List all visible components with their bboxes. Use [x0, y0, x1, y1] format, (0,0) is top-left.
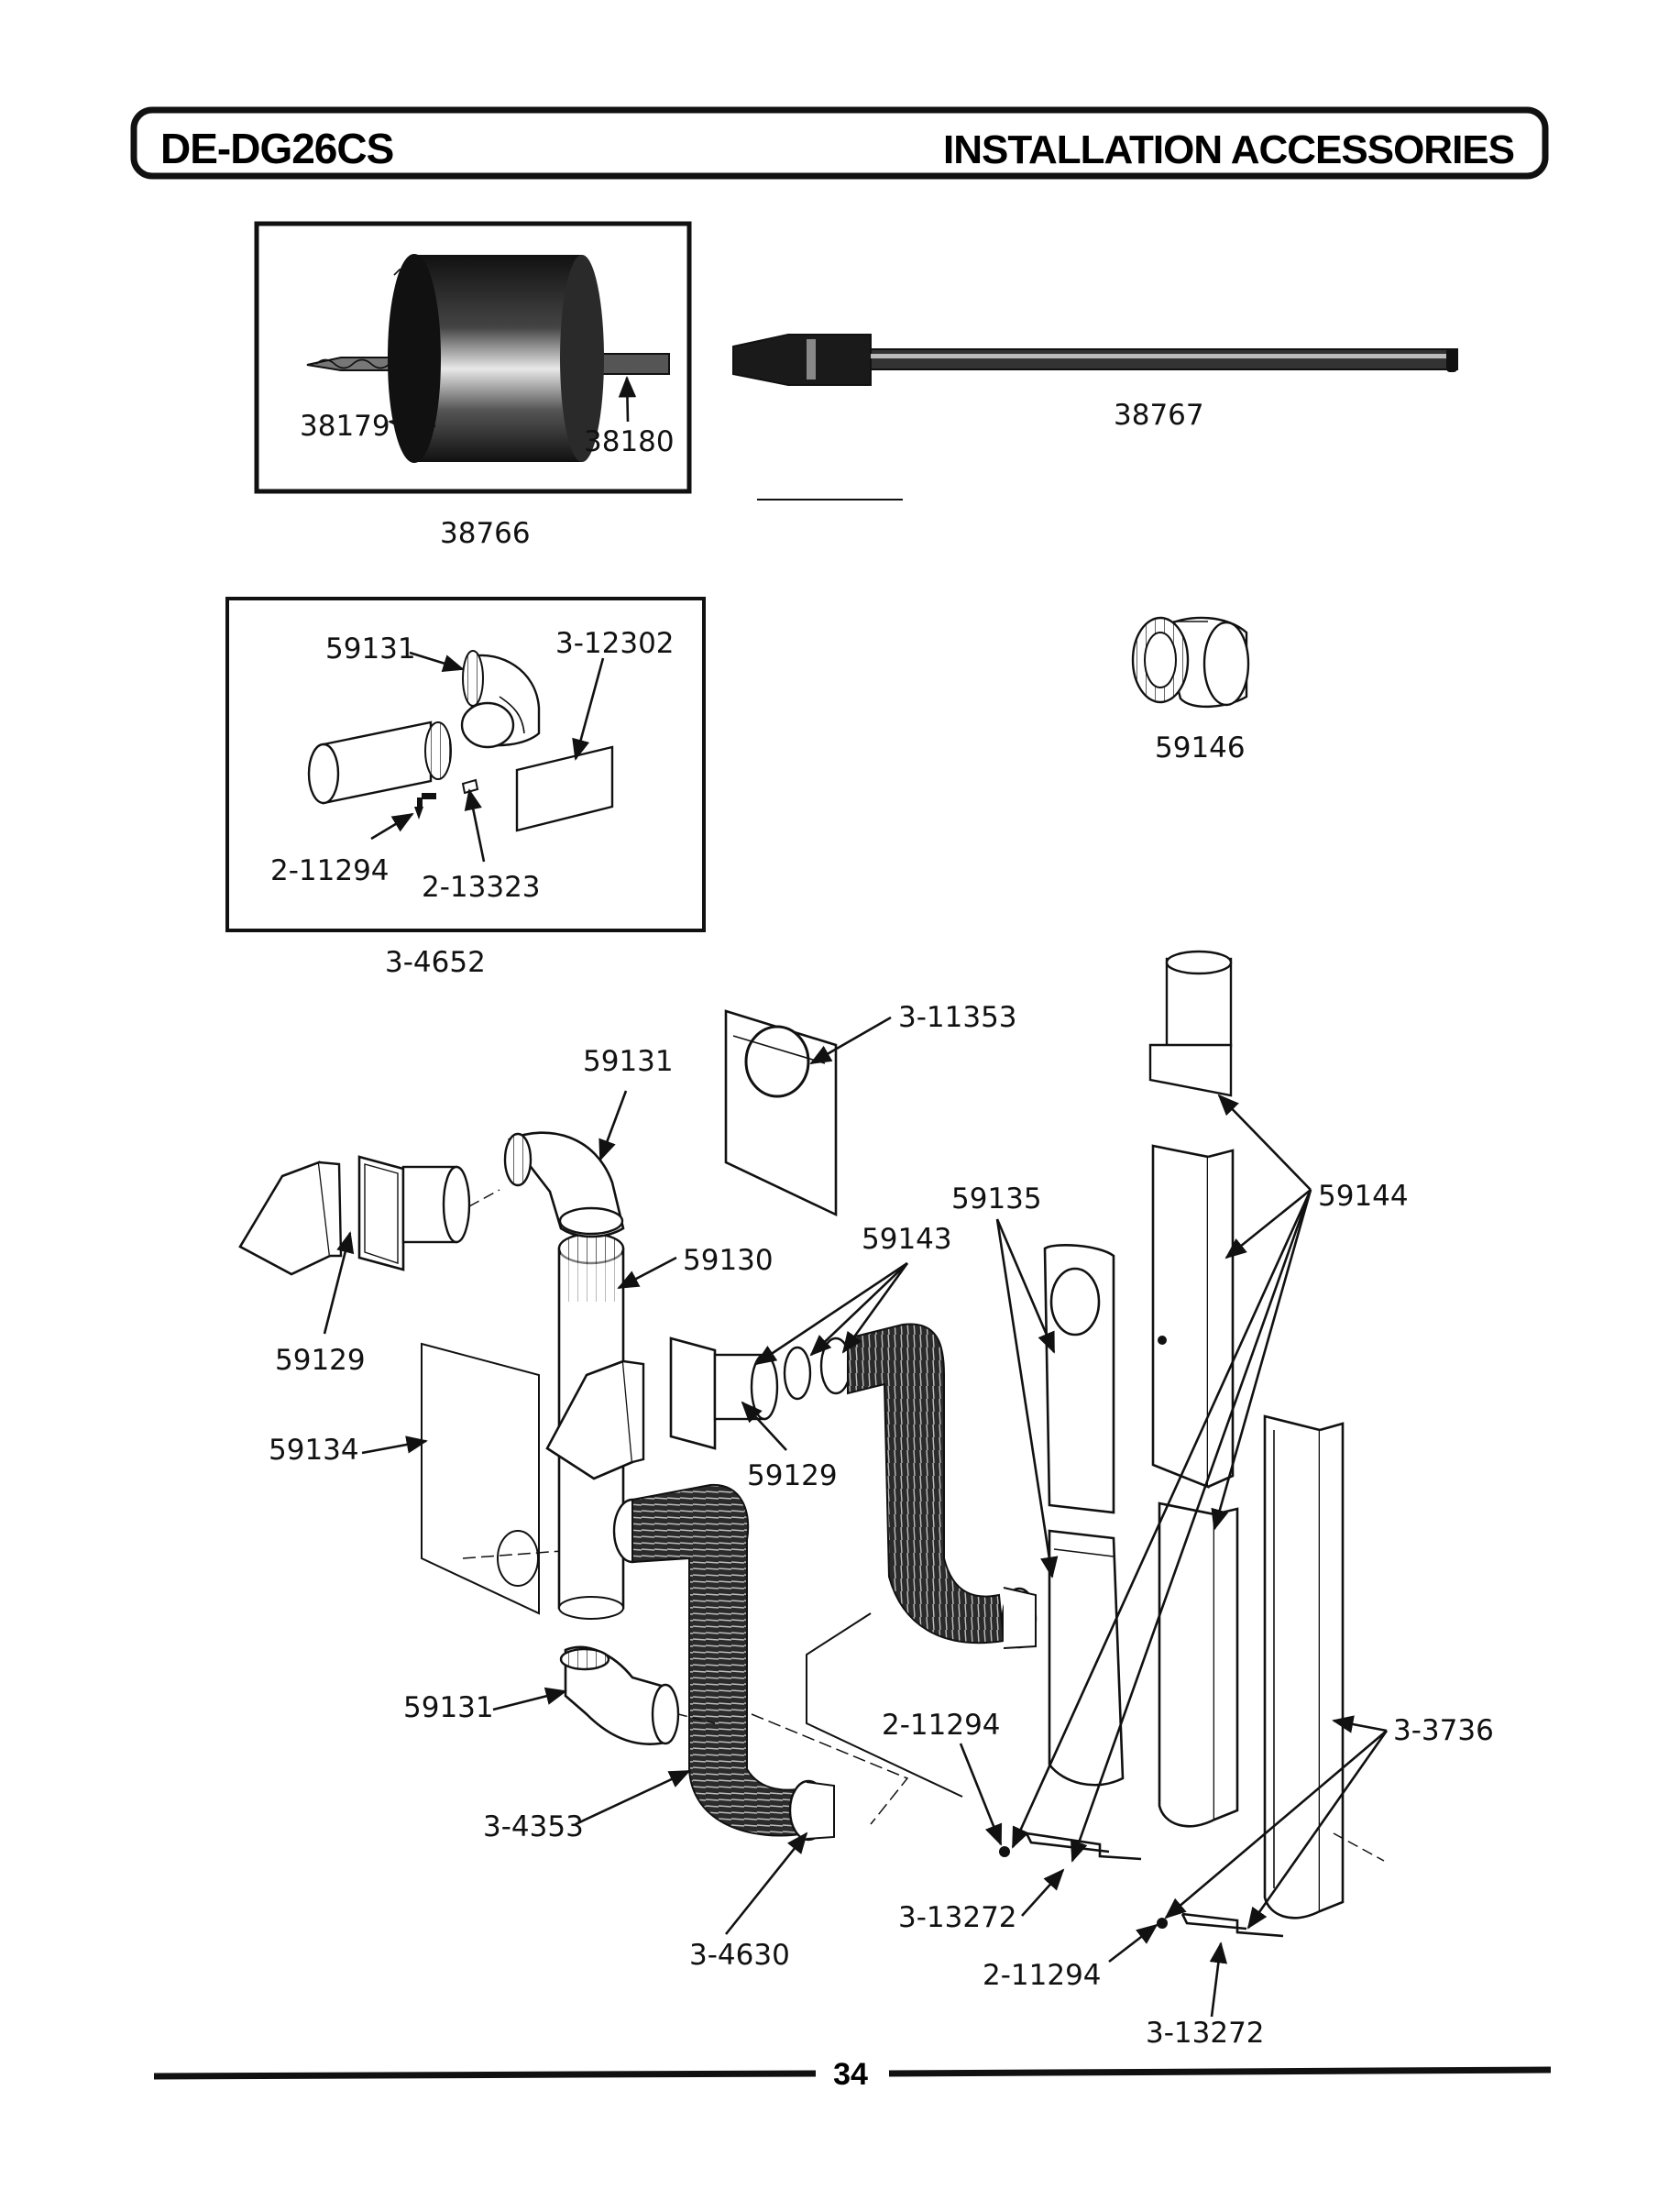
callout-38180: 38180 [584, 425, 675, 458]
screw-icon [414, 807, 423, 820]
model-number: DE-DG26CS [160, 125, 393, 172]
callout-59146: 59146 [1155, 732, 1246, 764]
screw-icon [1157, 1918, 1168, 1929]
bracket-icon [1025, 1832, 1142, 1861]
bracket-icon [1180, 1912, 1284, 1938]
screw-icon [999, 1846, 1010, 1857]
instruction-card-icon [515, 745, 614, 832]
kit-elbow-icon [460, 650, 541, 749]
hole-saw-kit: 38179 38180 [254, 221, 692, 494]
tall-vent-duct-icon [1148, 950, 1239, 1828]
callout-38767: 38767 [1114, 399, 1204, 432]
extension-bar-icon [732, 334, 1458, 386]
callout-2-13323: 2-13323 [422, 871, 541, 904]
upper-elbow-icon [503, 1131, 625, 1238]
callout-3-3736: 3-3736 [1393, 1714, 1494, 1747]
periscope-duct-icon [1043, 1244, 1125, 1787]
hole-saw-icon [388, 254, 604, 463]
callout-3-13272-b: 3-13272 [1146, 2017, 1265, 2050]
callout-59129-mid: 59129 [747, 1459, 838, 1492]
upper-vent-hood-icon [238, 1155, 500, 1276]
vertical-duct-icon [1263, 1414, 1385, 1920]
callout-59144: 59144 [1318, 1180, 1409, 1213]
page-title: INSTALLATION ACCESSORIES [943, 127, 1514, 172]
callout-2-11294-kit: 2-11294 [270, 854, 390, 887]
duct-coupling-icon [1131, 616, 1250, 708]
callout-2-11294-a: 2-11294 [882, 1709, 1001, 1742]
callout-3-4353: 3-4353 [483, 1810, 584, 1843]
callout-3-13272-a: 3-13272 [898, 1901, 1017, 1934]
middle-vent-hood-icon [545, 1336, 779, 1480]
callout-59131-kit: 59131 [325, 632, 416, 666]
callout-3-11353: 3-11353 [898, 1001, 1017, 1034]
flex-duct-left-icon [612, 1483, 835, 1842]
callout-3-4630: 3-4630 [689, 1939, 790, 1972]
callout-3-4652: 3-4652 [385, 946, 486, 979]
callout-38766: 38766 [440, 517, 531, 550]
header-bar: DE-DG26CS INSTALLATION ACCESSORIES [130, 106, 1549, 180]
wall-plate-icon [724, 1009, 838, 1217]
callout-59131-low: 59131 [403, 1691, 494, 1724]
flex-duct-right-icon [783, 1323, 1038, 1649]
callout-59130: 59130 [683, 1244, 774, 1277]
vent-kit: 59131 3-12302 2-11294 2-13323 [225, 597, 706, 932]
lower-elbow-icon [559, 1645, 716, 1745]
main-assembly: 3-11353 59131 59130 59129 59134 59129 59… [238, 950, 1494, 2050]
callout-59129-left: 59129 [275, 1344, 366, 1377]
footer: 34 [153, 2057, 1552, 2092]
callout-59135: 59135 [951, 1182, 1042, 1216]
callout-38179: 38179 [300, 410, 390, 443]
callout-2-11294-b: 2-11294 [983, 1959, 1102, 1992]
kit-duct-pipe-icon [307, 720, 452, 805]
callout-59143: 59143 [862, 1223, 952, 1256]
page-number: 34 [833, 2057, 868, 2092]
callout-59134: 59134 [269, 1434, 359, 1467]
callout-59131-top: 59131 [583, 1045, 674, 1078]
callout-3-12302: 3-12302 [555, 627, 675, 660]
